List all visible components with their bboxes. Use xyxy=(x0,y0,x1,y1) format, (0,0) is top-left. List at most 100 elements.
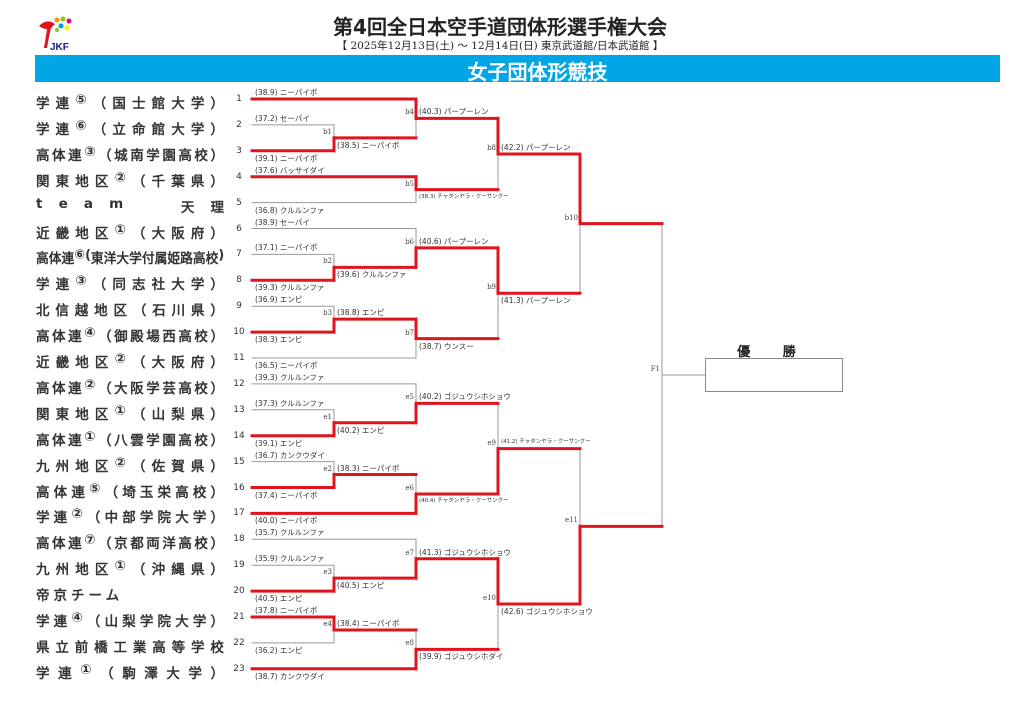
champion-label: 優 勝 xyxy=(737,345,810,360)
match-id-e3: e3 xyxy=(323,568,332,577)
team-result: (40.5) エンピ xyxy=(255,594,303,604)
match-result-b8: (42.2) パープーレン xyxy=(501,143,571,153)
match-id-b9: b9 xyxy=(487,283,496,292)
match-result-e6: (40.4) チャタンヤラ・クーサンクー xyxy=(419,497,509,504)
team-seed: 19 xyxy=(233,560,245,571)
match-id-e4: e4 xyxy=(323,619,332,628)
team-result: (35.9) クルルンファ xyxy=(255,554,325,564)
team-seed: 2 xyxy=(236,119,242,130)
match-id-e9: e9 xyxy=(487,438,496,447)
team-seed: 13 xyxy=(233,404,245,415)
team-result: (35.7) クルルンファ xyxy=(255,528,325,538)
match-result-b2: (39.6) クルルンファ xyxy=(337,270,407,280)
match-id-b7: b7 xyxy=(405,328,414,337)
team-seed: 1 xyxy=(236,94,242,104)
team-result: (39.1) エンピ xyxy=(255,438,303,448)
match-id-F1: F1 xyxy=(650,364,660,373)
match-result-e8: (39.9) ゴジュウシホダイ xyxy=(419,652,504,662)
team-result: (38.9) セーパイ xyxy=(255,217,310,227)
team-result: (39.1) ニーパイポ xyxy=(255,153,318,163)
team-result: (36.5) ニーパイポ xyxy=(255,361,318,370)
team-seed: 18 xyxy=(233,534,245,545)
team-result: (37.6) バッサイダイ xyxy=(255,165,325,175)
team-seed: 15 xyxy=(233,456,245,467)
match-id-e2: e2 xyxy=(323,464,332,473)
match-id-b8: b8 xyxy=(487,144,496,153)
team-result: (36.2) エンピ xyxy=(255,645,303,655)
team-result: (38.9) ニーパイポ xyxy=(255,88,318,97)
event-banner: 女子団体形競技 xyxy=(35,55,1000,84)
jkf-logo: JKF xyxy=(35,14,77,54)
match-result-b1: (38.5) ニーパイポ xyxy=(337,140,400,150)
match-id-b1: b1 xyxy=(323,127,332,136)
team-seed: 4 xyxy=(236,171,242,182)
team-result: (39.3) クルルンファ xyxy=(255,372,325,382)
team-result: (37.3) クルルンファ xyxy=(255,398,325,408)
team-seed: 10 xyxy=(233,327,245,338)
svg-text:JKF: JKF xyxy=(50,42,69,53)
team-seed: 9 xyxy=(236,301,242,312)
match-result-e4: (38.4) ニーパイポ xyxy=(337,618,400,628)
match-id-b10: b10 xyxy=(564,213,578,222)
team-result: (37.4) ニーパイポ xyxy=(255,490,318,500)
team-seed: 7 xyxy=(236,249,242,260)
team-name: 県立前橋工業高等学校 xyxy=(36,639,224,656)
team-result: (40.0) ニーパイポ xyxy=(255,516,318,526)
team-result: (39.3) クルルンファ xyxy=(255,283,325,293)
match-id-e1: e1 xyxy=(323,412,332,421)
team-result: (36.9) エンピ xyxy=(255,295,303,305)
champion-box xyxy=(705,358,843,392)
team-seed: 20 xyxy=(233,586,245,597)
team-seed: 6 xyxy=(236,223,242,234)
match-id-b2: b2 xyxy=(323,257,332,266)
match-result-b6: (40.6) パープーレン xyxy=(419,236,489,246)
team-seed: 22 xyxy=(233,637,245,648)
team-seed: 16 xyxy=(233,482,245,493)
page-title: 第4回全日本空手道団体形選手権大会 xyxy=(333,15,667,39)
match-result-e9: (41.2) チャタンヤラ・クーサンクー xyxy=(501,438,591,445)
team-result: (38.3) エンピ xyxy=(255,335,303,345)
match-id-e5: e5 xyxy=(405,393,414,402)
team-result: (37.2) セーパイ xyxy=(255,113,310,123)
team-seed: 14 xyxy=(233,430,245,441)
team-seed: 12 xyxy=(233,378,245,389)
match-result-e7: (41.3) ゴジュウシホショウ xyxy=(419,547,511,557)
match-id-b3: b3 xyxy=(323,309,332,318)
match-result-e3: (40.5) エンピ xyxy=(337,581,385,591)
team-seed: 5 xyxy=(236,197,242,208)
match-id-e6: e6 xyxy=(405,483,414,492)
team-result: (37.1) ニーパイポ xyxy=(255,243,318,253)
match-id-e7: e7 xyxy=(405,548,414,557)
team-result: (37.8) ニーパイポ xyxy=(255,606,318,615)
match-id-b6: b6 xyxy=(405,237,414,246)
team-name: 北信越地区（石川県） xyxy=(36,303,224,320)
team-seed: 17 xyxy=(233,508,245,519)
match-id-b4: b4 xyxy=(405,108,414,117)
match-result-b5: (38.3) チャタンヤラ・クーサンクー xyxy=(419,193,509,200)
match-id-e11: e11 xyxy=(564,516,578,525)
event-name: 女子団体形競技 xyxy=(467,60,608,84)
team-result: (36.7) カンクウダイ xyxy=(255,450,325,460)
match-result-b7: (38.7) ウンスー xyxy=(419,341,474,351)
team-seed: 23 xyxy=(233,663,245,674)
match-result-b4: (40.3) パープーレン xyxy=(419,107,489,117)
